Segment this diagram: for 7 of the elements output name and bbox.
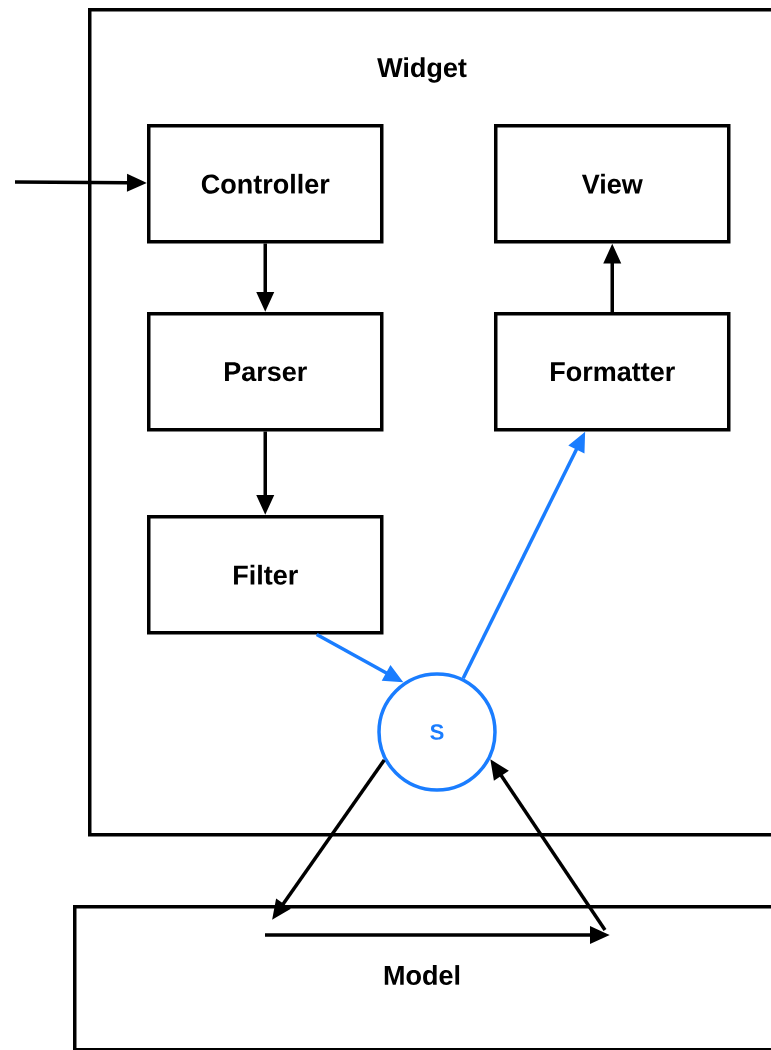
process-box: Controller [147,124,384,244]
process-box: View [494,124,731,244]
circle-node: S [377,672,497,792]
process-box: Formatter [494,312,731,432]
process-box: Parser [147,312,384,432]
process-box: Filter [147,515,384,635]
model-box: Model [73,905,771,1050]
